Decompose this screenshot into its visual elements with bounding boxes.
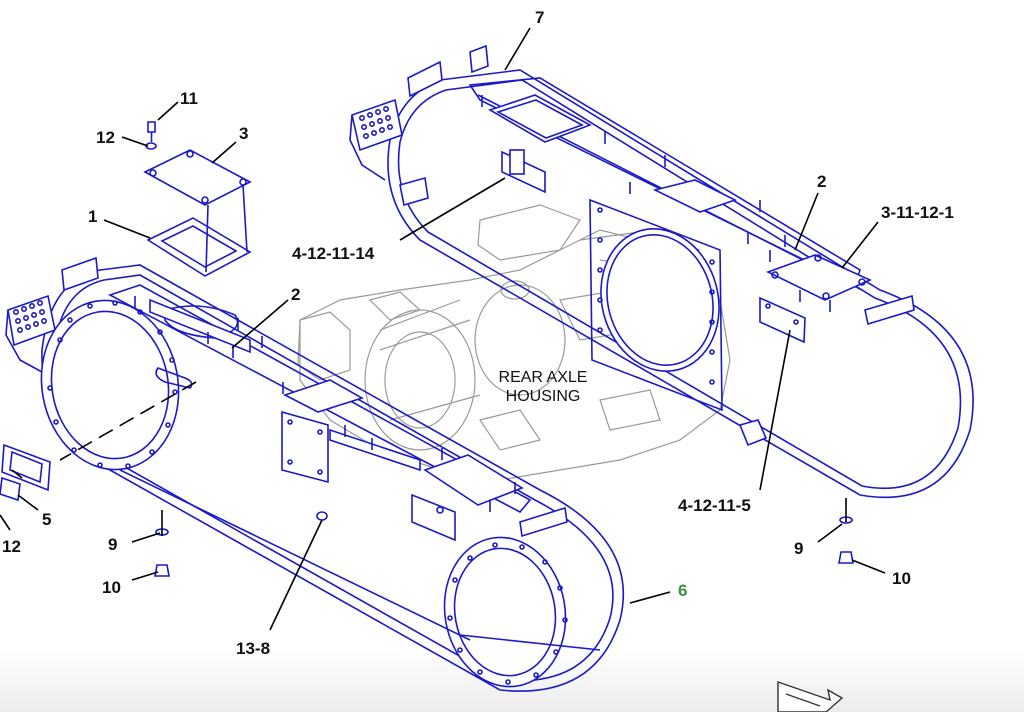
callout-4-12-11-14: 4-12-11-14 [292, 244, 375, 263]
callout-4-12-11-5: 4-12-11-5 [678, 496, 751, 515]
callout-9-right: 9 [794, 539, 803, 558]
housing-label-line-1: REAR AXLE [499, 369, 588, 386]
callout-13-8: 13-8 [236, 639, 270, 658]
callout-2-right: 2 [817, 172, 826, 191]
callout-2-left: 2 [291, 285, 300, 304]
callout-6: 6 [678, 581, 687, 600]
left-frame-rail [5, 256, 625, 692]
right-frame-rail [349, 44, 974, 499]
leader-lines [0, 27, 886, 631]
callout-10-right: 10 [892, 569, 911, 588]
callout-labels: 7 11 12 3 1 2 2 3-11-12-1 4-12-11-14 4-1… [2, 8, 954, 658]
front-arrow-icon [777, 681, 844, 712]
callout-10-left: 10 [102, 578, 121, 597]
housing-label: REAR AXLE HOUSING [499, 369, 588, 405]
callout-3-11-12-1: 3-11-12-1 [881, 203, 954, 222]
callout-7: 7 [535, 8, 544, 27]
callout-9-left: 9 [108, 535, 117, 554]
callout-11: 11 [180, 89, 198, 108]
callout-3: 3 [239, 124, 248, 143]
housing-label-line-2: HOUSING [506, 388, 581, 405]
callout-12-left: 12 [2, 537, 21, 556]
callout-1: 1 [88, 207, 97, 226]
callout-5: 5 [42, 510, 51, 529]
callout-12-top: 12 [96, 128, 115, 147]
loose-cover-parts [0, 121, 854, 577]
